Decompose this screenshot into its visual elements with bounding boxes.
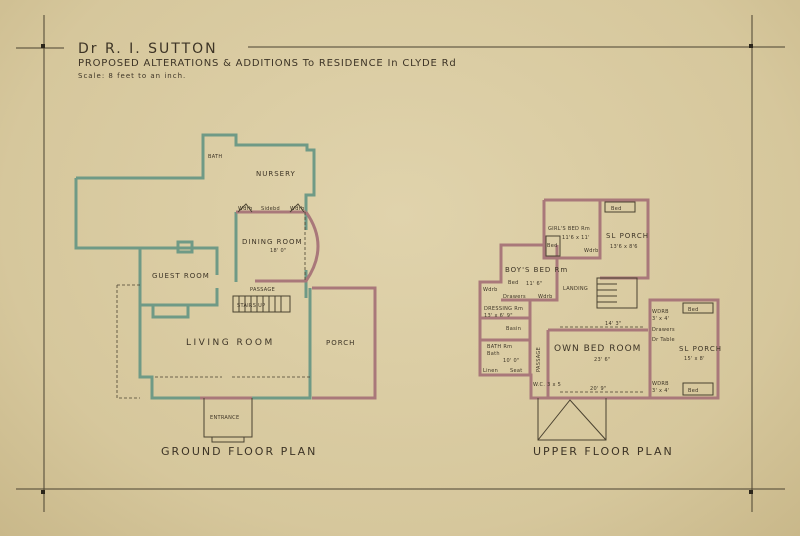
living-room-walls — [138, 288, 312, 400]
room-label-porch: PORCH — [326, 339, 355, 347]
room-label-guest: GUEST ROOM — [152, 272, 210, 280]
upper-stairs — [596, 277, 638, 309]
sleeping-porch-dimension: 13'6 x 8'6 — [610, 244, 638, 250]
room-label-sleeping-porch: SL PORCH — [679, 345, 722, 353]
label-linen: Linen — [483, 368, 498, 374]
ground-floor-plan: BATH NURSERY Wdrb Sidebd Wdrb DINING ROO… — [74, 133, 377, 458]
dressing-dimension: 13' x 6' 9" — [484, 313, 513, 319]
scale-note: Scale: 8 feet to an inch. — [78, 72, 186, 80]
label-wdrb: Wdrb — [483, 287, 498, 293]
bed — [545, 235, 561, 257]
bed — [682, 382, 714, 396]
boys-dimension: 11' 6" — [526, 281, 543, 287]
room-label-wc: W.C. 3 x 5 — [533, 382, 561, 388]
corner-mark — [749, 44, 753, 48]
chimney — [176, 240, 194, 254]
room-label-boys-bedroom: BOY'S BED Rm — [505, 266, 568, 274]
project-title: PROPOSED ALTERATIONS & ADDITIONS To RESI… — [78, 58, 457, 69]
girls-dimension: 11'6 x 11' — [562, 235, 590, 241]
client-name: Dr R. I. SUTTON — [78, 41, 218, 57]
room-label-own-bedroom: OWN BED ROOM — [554, 344, 641, 354]
corner-mark — [749, 490, 753, 494]
wdrb-dimension: 3' x 4' — [652, 316, 669, 322]
room-label-dining: DINING ROOM — [242, 238, 303, 246]
lower-roof-outline — [537, 398, 607, 441]
upper-inner-walls — [480, 200, 652, 398]
corner-mark — [41, 490, 45, 494]
verandah-outline — [116, 284, 140, 399]
label-bed: Bed — [688, 307, 699, 313]
dining-dimension: 18' 0" — [270, 248, 287, 254]
label-drawers: Drawers — [652, 327, 675, 333]
corner-mark — [41, 44, 45, 48]
room-label-living: LIVING ROOM — [186, 338, 275, 348]
room-label-landing: LANDING — [563, 286, 588, 292]
label-wdrb: Wdrb — [538, 294, 553, 300]
room-label-bath: BATH Rm — [487, 344, 512, 350]
dimension-lines — [560, 326, 645, 393]
stairs — [232, 295, 291, 313]
rear-wing-walls — [76, 133, 316, 214]
label-dressing-table: Dr Table — [652, 337, 675, 343]
label-wdrb: Wdrb — [238, 206, 253, 212]
bed — [682, 302, 714, 314]
wdrb-dimension: 3' x 4' — [652, 388, 669, 394]
room-label-nursery: NURSERY — [256, 170, 296, 178]
label-bed: Bed — [508, 280, 519, 286]
bed — [604, 201, 636, 213]
room-label-dressing: DRESSING Rm — [484, 306, 523, 312]
label-bed: Bed — [611, 206, 622, 212]
dining-bay-window — [255, 211, 320, 283]
label-basin: Basin — [506, 326, 521, 332]
label-bed: Bed — [547, 243, 558, 249]
wardrobe-niches — [237, 203, 305, 213]
label-wdrb: WDRB — [652, 381, 669, 387]
label-bath-tub: Bath — [487, 351, 500, 357]
own-dimension-2: 23' 6" — [594, 357, 611, 363]
label-stairs: STAIRS UP — [237, 303, 265, 309]
label-seat: Seat — [510, 368, 522, 374]
plan-title-upper: UPPER FLOOR PLAN — [533, 445, 674, 458]
fireplace — [151, 303, 190, 319]
sleeping-porch-dimension: 15' x 8' — [684, 356, 705, 362]
label-wdrb: WDRB — [652, 309, 669, 315]
plan-title-ground: GROUND FLOOR PLAN — [161, 445, 317, 458]
porch-walls — [312, 286, 377, 400]
own-dimension-1: 14' 3" — [605, 321, 622, 327]
label-bed: Bed — [688, 388, 699, 394]
own-dimension-3: 20' 9" — [590, 386, 607, 392]
label-wdrb: Wdrb — [290, 206, 305, 212]
room-label-girls-bedroom: GIRL'S BED Rm — [548, 226, 590, 232]
bath-dimension: 10' 0" — [503, 358, 520, 364]
rear-wing-left-walls — [74, 178, 142, 305]
upper-floor-plan: GIRL'S BED Rm 11'6 x 11' Bed Bed Wdrb SL… — [478, 198, 722, 458]
room-label-entrance: ENTRANCE — [210, 415, 239, 421]
label-drawers: Drawers — [503, 294, 526, 300]
room-label-sleeping-porch: SL PORCH — [606, 232, 649, 240]
title-block: Dr R. I. SUTTON PROPOSED ALTERATIONS & A… — [78, 41, 457, 80]
room-label-passage: PASSAGE — [536, 347, 542, 372]
label-wdrb: Wdrb — [584, 248, 599, 254]
room-label-passage: PASSAGE — [250, 287, 275, 293]
room-label-bath: BATH — [208, 154, 222, 160]
entrance-steps — [203, 398, 253, 443]
sheet-border — [16, 15, 785, 512]
label-sidebd: Sidebd — [261, 206, 280, 212]
